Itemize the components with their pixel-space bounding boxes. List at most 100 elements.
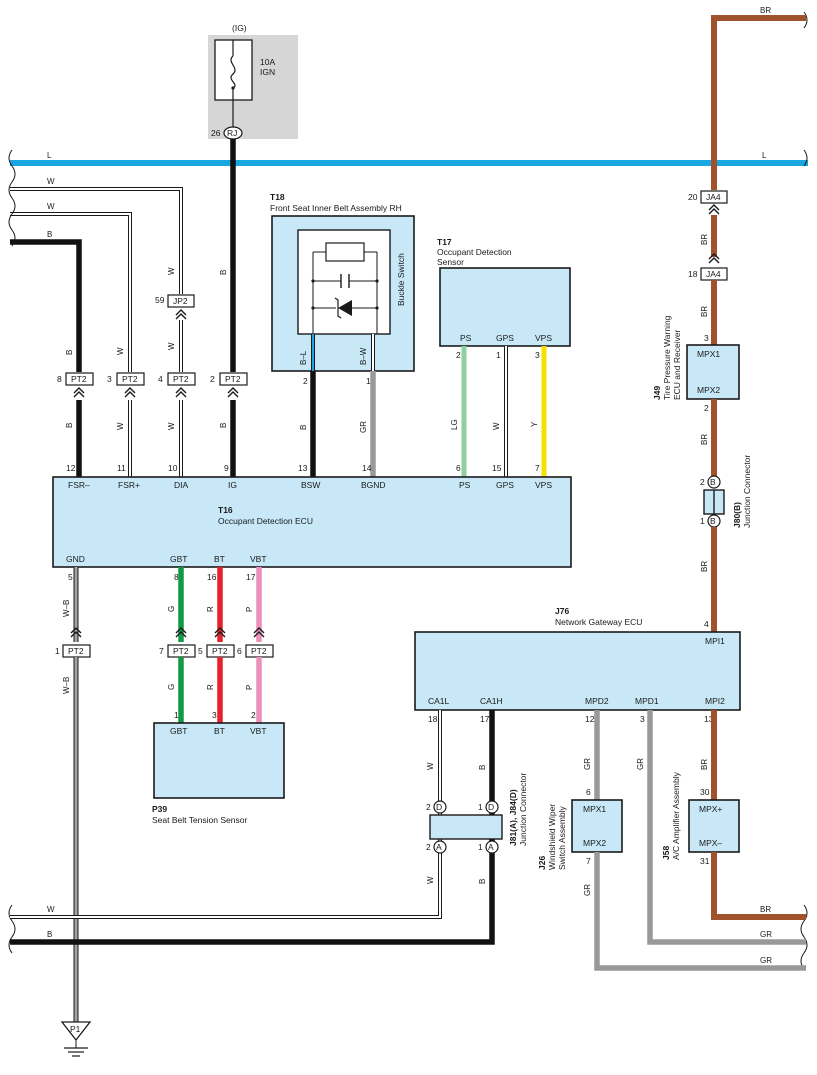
p39-pin-vbt: 2 <box>251 710 256 720</box>
t16-pin-12: 12 <box>66 463 76 473</box>
bsw-wire-label: B <box>299 425 308 430</box>
break-mark-right-bottom <box>800 904 808 970</box>
j81-a-right-pin: 1 <box>478 842 483 852</box>
j58-mpxp: MPX+ <box>699 804 722 814</box>
j49-pin1: 3 <box>704 333 709 343</box>
r-wire-label-bottom: R <box>206 684 215 690</box>
wire-ca1h <box>10 710 495 945</box>
pt2-top-row: PT2 8 PT2 3 PT2 4 PT2 2 <box>57 372 248 386</box>
wire-w2 <box>10 213 131 372</box>
j84-d-right-pin: 1 <box>478 802 483 812</box>
wire-br-top <box>711 15 806 190</box>
jp2-label: JP2 <box>173 296 188 306</box>
pt2-bottom-row: PT2 1 PT2 7 PT2 5 PT2 6 <box>55 644 274 658</box>
j80-top-letter: B <box>710 477 716 487</box>
fuse-pin: 26 <box>211 128 221 138</box>
t16-pin-13: 13 <box>298 463 308 473</box>
t17-vps: VPS <box>535 333 552 343</box>
j76-name: Network Gateway ECU <box>555 617 642 627</box>
t16-name: Occupant Detection ECU <box>218 516 313 526</box>
gr1-wire-label-right: GR <box>760 930 772 939</box>
pt2-3-connector <box>116 372 145 386</box>
t16-pin-15: 15 <box>492 463 502 473</box>
wire-w2-label: W <box>47 202 55 211</box>
j81-a-right <box>485 840 499 854</box>
mpd1-wire-label: GR <box>636 758 645 770</box>
j26-mpx1: MPX1 <box>583 804 606 814</box>
ca1l-wire-label-top: W <box>426 762 435 770</box>
pt2-b6-pin: 6 <box>237 646 242 656</box>
j80-name: Junction Connector <box>742 455 752 528</box>
ca1h-wire-label-left: B <box>47 930 52 939</box>
j49-name2: ECU and Receiver <box>672 329 682 400</box>
j80-top-pin-circle <box>707 475 721 489</box>
wire-l-right-label: L <box>762 151 767 160</box>
wire-gr-mpd1 <box>647 710 806 945</box>
t16-top-terminals: FSR– 12 FSR+ 11 DIA 10 IG 9 BSW 13 BGND … <box>66 463 552 490</box>
t16-bt: BT <box>214 554 225 564</box>
resistor-icon <box>325 242 365 262</box>
j84-d-left-letter: D <box>436 802 442 812</box>
j76-mpi1-pin: 4 <box>704 619 709 629</box>
wire-w1 <box>10 188 182 294</box>
pt2-2-wire-label-bottom: B <box>219 423 228 428</box>
ja4-wire-label: BR <box>700 234 709 245</box>
rj-label: RJ <box>227 128 237 138</box>
pt2-4-wire-label-top: W <box>167 342 176 350</box>
pt2-b7-label: PT2 <box>173 646 189 656</box>
wire-ca1l <box>10 710 441 918</box>
j49-box <box>686 344 740 400</box>
pt2-4-pin: 4 <box>158 374 163 384</box>
j26-pin1: 6 <box>586 787 591 797</box>
pt2-2-wire-label-top: B <box>219 270 228 275</box>
t16-pin-7: 7 <box>535 463 540 473</box>
t16-pin-14: 14 <box>362 463 372 473</box>
t17-name2: Sensor <box>437 257 464 267</box>
t17-pin-gps: 1 <box>496 350 501 360</box>
ground-icon <box>60 1021 92 1042</box>
j84-d-right <box>485 800 499 814</box>
j76-pin-18: 18 <box>428 714 438 724</box>
j76-pin-12: 12 <box>585 714 595 724</box>
j80-bot-pin: 1 <box>700 516 705 526</box>
fuse-rating: 10A <box>260 57 275 67</box>
j81-code: J81(A), J84(D) <box>508 789 518 846</box>
j80-to-j76-wire-label: BR <box>700 561 709 572</box>
ja4-top-connector <box>700 190 728 204</box>
j58-name: A/C Amplifier Assembly <box>671 771 681 860</box>
t16-ps: PS <box>459 480 471 490</box>
p39-pin-gbt: 1 <box>174 710 179 720</box>
wire-b-label: B <box>47 230 52 239</box>
pt2-8-connector <box>65 372 94 386</box>
j26-name1: Windshield Wiper <box>547 804 557 870</box>
p39-bt: BT <box>214 726 225 736</box>
t16-bottom-terminals: GND 5 GBT 8 BT 16 VBT 17 <box>66 554 267 582</box>
j84-d-left-pin: 2 <box>426 802 431 812</box>
j76-code: J76 <box>555 606 569 616</box>
t16-pin-5: 5 <box>68 572 73 582</box>
br-wire-label-right: BR <box>760 905 771 914</box>
t16-fsrm: FSR– <box>68 480 90 490</box>
j58-pin1: 30 <box>700 787 710 797</box>
t17-name1: Occupant Detection <box>437 247 512 257</box>
j76-mpd2: MPD2 <box>585 696 609 706</box>
t16-ig: IG <box>228 480 237 490</box>
t16-pin-8: 8 <box>174 572 179 582</box>
j58-box <box>688 799 740 853</box>
j76-pin-3: 3 <box>640 714 645 724</box>
t17-code: T17 <box>437 237 452 247</box>
t16-pin-9: 9 <box>224 463 229 473</box>
wb-wire-label-bottom: W–B <box>62 677 71 694</box>
ja4-bot-label: JA4 <box>706 269 721 279</box>
br-wire-label-top: BR <box>760 6 771 15</box>
pt2-b6-label: PT2 <box>251 646 267 656</box>
j58-mpxm: MPX– <box>699 838 722 848</box>
t16-gnd: GND <box>66 554 85 564</box>
ja4-top-pin: 20 <box>688 192 698 202</box>
t16-code: T16 <box>218 505 233 515</box>
p1-label: P1 <box>70 1024 81 1034</box>
j76-mpi2: MPI2 <box>705 696 725 706</box>
ca1l-wire-label-left: W <box>47 905 55 914</box>
ja4-bot-pin: 18 <box>688 269 698 279</box>
